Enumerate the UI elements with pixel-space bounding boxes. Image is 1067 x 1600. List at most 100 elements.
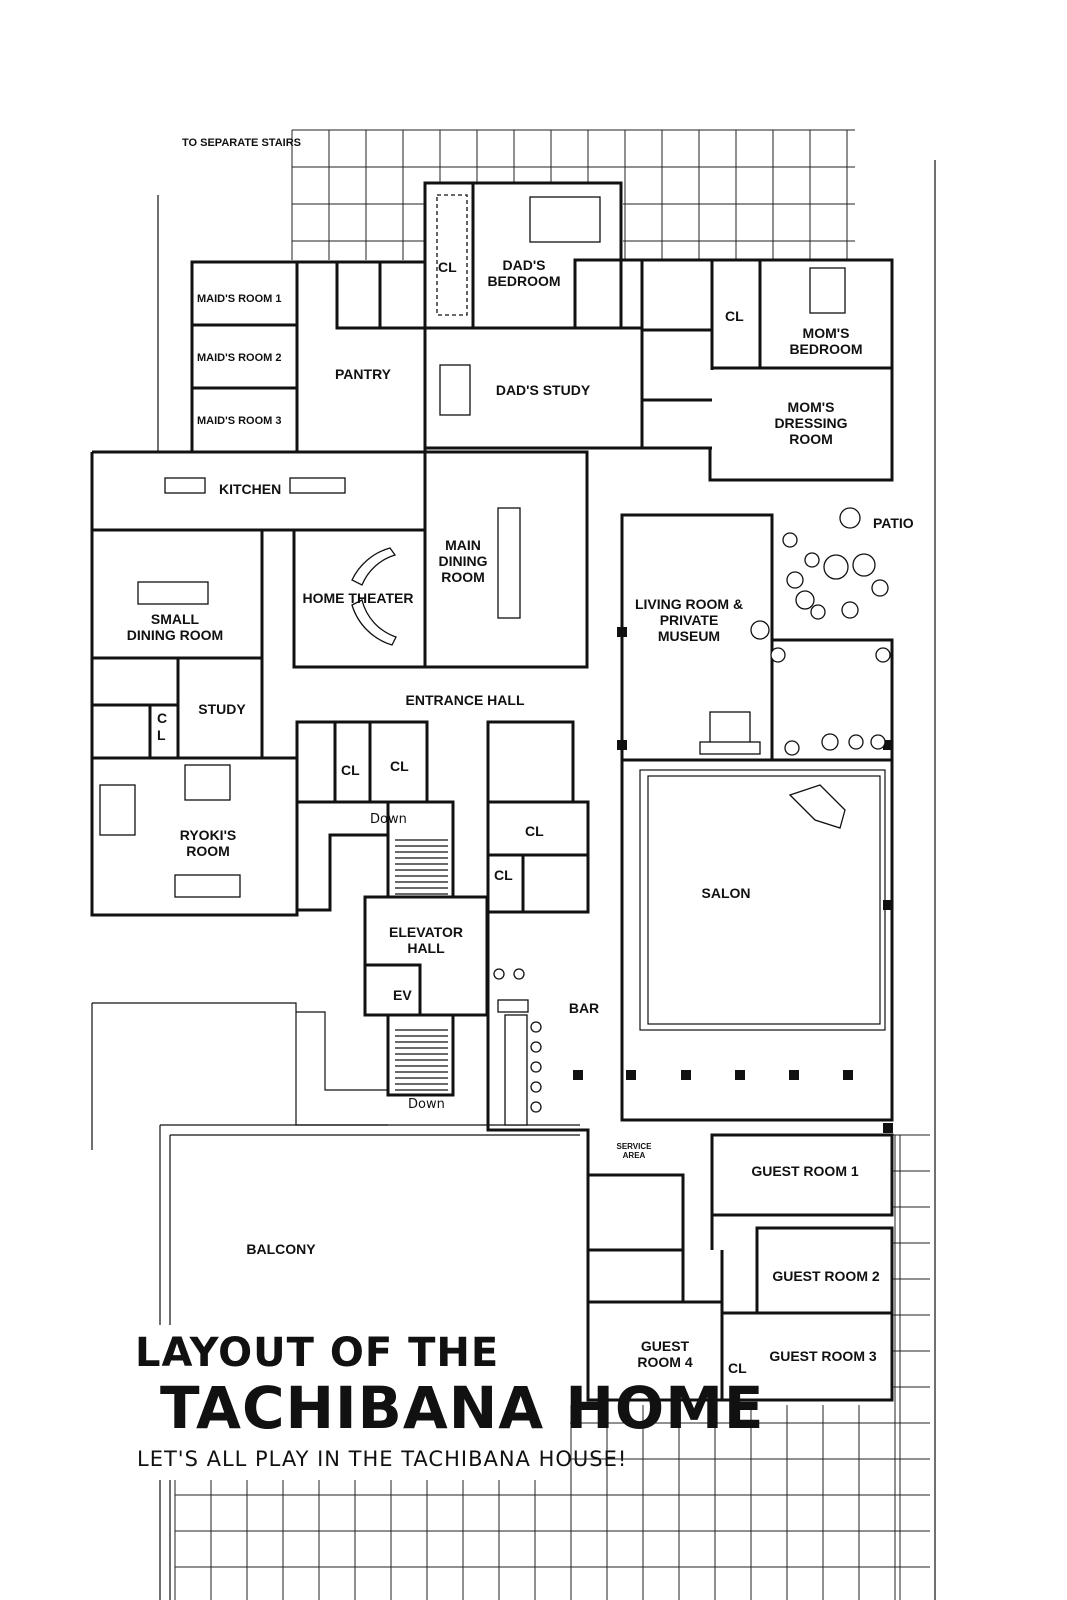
room-label-small-dining-2: DINING ROOM — [127, 627, 223, 643]
room-label-guest-room-4-1: GUEST — [641, 1338, 690, 1354]
bar-stools — [493, 968, 542, 1113]
patio-plants — [750, 507, 891, 756]
room-label-main-dining-2: DINING — [439, 553, 488, 569]
room-label-pantry: PANTRY — [335, 366, 392, 382]
pillar — [789, 1070, 799, 1080]
closet-label-study-l: L — [157, 727, 166, 743]
room-label-bar: BAR — [569, 1000, 599, 1016]
bar-stool — [530, 1021, 542, 1033]
room-label-moms-bedroom-2: BEDROOM — [789, 341, 862, 357]
bar-stool — [530, 1041, 542, 1053]
title-line-1: LAYOUT OF THE — [135, 1330, 499, 1376]
plant — [839, 507, 861, 529]
terrace-grid-right — [899, 1134, 930, 1600]
closet-label-study-c: C — [157, 710, 167, 726]
room-label-main-dining-3: ROOM — [441, 569, 485, 585]
room-label-study: STUDY — [198, 701, 246, 717]
room-label-kitchen: KITCHEN — [219, 481, 281, 497]
room-label-maids-room-3: MAID'S ROOM 3 — [197, 415, 282, 427]
plant — [823, 554, 849, 580]
plant — [852, 553, 876, 577]
room-label-dads-bedroom-1: DAD'S — [503, 257, 546, 273]
plant — [804, 552, 820, 568]
room-label-guest-room-2: GUEST ROOM 2 — [772, 1268, 880, 1284]
room-label-ev: EV — [393, 987, 412, 1003]
room-label-ryokis-room-2: ROOM — [186, 843, 230, 859]
room-label-small-dining-1: SMALL — [151, 611, 200, 627]
room-label-patio: PATIO — [873, 515, 914, 531]
plant — [750, 620, 770, 640]
room-label-moms-dressing-2: DRESSING — [774, 415, 847, 431]
plant — [841, 601, 859, 619]
room-label-maids-room-2: MAID'S ROOM 2 — [197, 352, 282, 364]
top-note: TO SEPARATE STAIRS — [182, 137, 301, 149]
plant — [870, 734, 886, 750]
pillar — [681, 1070, 691, 1080]
room-label-service-area-2: AREA — [623, 1151, 646, 1160]
plant — [875, 647, 891, 663]
stairs-label-down-1: Down — [370, 812, 407, 827]
title-block: LAYOUT OF THE TACHIBANA HOME LET'S ALL P… — [130, 1325, 765, 1480]
room-label-main-dining-1: MAIN — [445, 537, 481, 553]
plant — [795, 590, 815, 610]
stairs — [395, 839, 448, 1091]
room-label-ryokis-room-1: RYOKI'S — [180, 827, 237, 843]
plant — [871, 579, 889, 597]
pillar — [626, 1070, 636, 1080]
closet-label-dad: CL — [438, 259, 457, 275]
pillar — [735, 1070, 745, 1080]
closet-label-bar-1: CL — [525, 823, 544, 839]
bar-stool — [493, 968, 505, 980]
terrace-grid-top — [291, 129, 855, 260]
salon-carpet — [639, 769, 886, 1031]
room-label-guest-room-1: GUEST ROOM 1 — [751, 1163, 859, 1179]
room-label-dads-bedroom-2: BEDROOM — [487, 273, 560, 289]
bar-stool — [530, 1061, 542, 1073]
plant — [782, 532, 798, 548]
room-label-living-room-3: MUSEUM — [658, 628, 720, 644]
room-label-living-room-2: PRIVATE — [660, 612, 719, 628]
plant — [786, 571, 804, 589]
pillar — [617, 627, 627, 637]
pillar — [883, 900, 893, 910]
stairs-label-down-2: Down — [408, 1097, 445, 1112]
pillar — [883, 740, 893, 750]
bar-stool — [513, 968, 525, 980]
plant — [848, 734, 864, 750]
pillar — [843, 1070, 853, 1080]
pillar — [573, 1070, 583, 1080]
plant — [821, 733, 839, 751]
room-label-service-area-1: SERVICE — [617, 1142, 653, 1151]
room-label-moms-bedroom-1: MOM'S — [803, 325, 850, 341]
closet-label-guest-3: CL — [728, 1360, 747, 1376]
room-label-maids-room-1: MAID'S ROOM 1 — [197, 293, 282, 305]
room-label-entrance-hall: ENTRANCE HALL — [406, 692, 525, 708]
furniture — [99, 194, 846, 1126]
bar-stool — [530, 1081, 542, 1093]
room-label-elevator-hall-1: ELEVATOR — [389, 924, 463, 940]
title-line-2: TACHIBANA HOME — [160, 1374, 765, 1442]
room-label-guest-room-4-2: ROOM 4 — [637, 1354, 692, 1370]
pillar — [883, 1123, 893, 1133]
room-label-dads-study: DAD'S STUDY — [496, 382, 591, 398]
room-label-balcony: BALCONY — [246, 1241, 316, 1257]
pillar — [617, 740, 627, 750]
room-label-home-theater: HOME THEATER — [303, 590, 414, 606]
room-label-guest-room-3: GUEST ROOM 3 — [769, 1348, 877, 1364]
closet-label-hall-1: CL — [341, 762, 360, 778]
closet-label-bar-2: CL — [494, 867, 513, 883]
title-tagline: LET'S ALL PLAY IN THE TACHIBANA HOUSE! — [137, 1447, 627, 1471]
room-label-elevator-hall-2: HALL — [407, 940, 445, 956]
room-label-moms-dressing-3: ROOM — [789, 431, 833, 447]
room-label-salon: SALON — [702, 885, 751, 901]
pillars — [573, 627, 893, 1133]
room-label-living-room-1: LIVING ROOM & — [635, 596, 743, 612]
plant — [770, 647, 786, 663]
building-walls — [90, 181, 894, 1402]
closet-label-mom: CL — [725, 308, 744, 324]
bar-stool — [530, 1101, 542, 1113]
closet-label-hall-2: CL — [390, 758, 409, 774]
plant — [810, 604, 826, 620]
